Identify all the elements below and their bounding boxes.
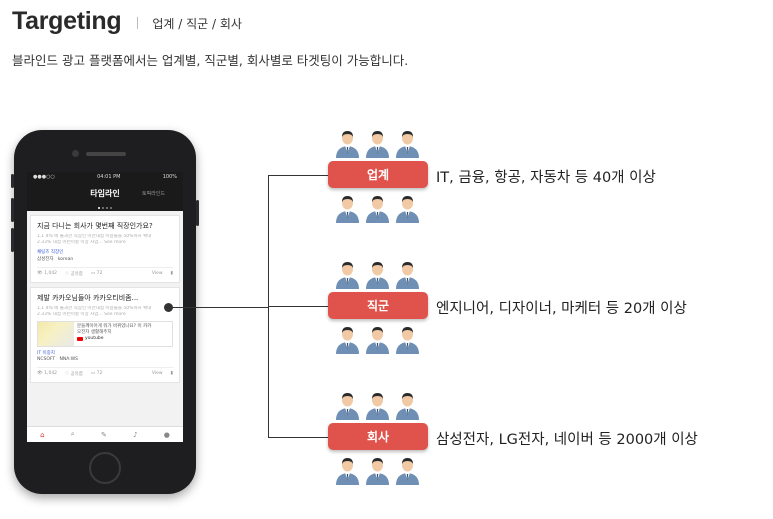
app-title[interactable]: 타임라인 [90, 188, 120, 198]
title-divider [137, 17, 139, 29]
post-title[interactable]: 지금 다니는 회사가 몇번째 직장인가요? [37, 222, 153, 230]
see-more-link[interactable]: See more [104, 312, 126, 317]
person-icon [396, 262, 419, 289]
post-snippet: 2.33% 대접 이런이할 이상 사업... See more [37, 312, 126, 317]
page-dot [110, 206, 112, 209]
people-row-bottom [335, 193, 420, 223]
people-row-top [335, 259, 420, 289]
post-meta: 삼성전자 korean [37, 257, 74, 262]
preview-source: youtube [77, 336, 151, 342]
post-title[interactable]: 제발 카카오님들아 카카오티비좀... [37, 294, 139, 302]
notification-icon[interactable]: ♪ [133, 430, 138, 439]
person-icon [336, 131, 359, 158]
preview-text: 분들께이어게 워가 바뀌었나요? 이 카카 오전자 생활해주지 youtube [77, 324, 152, 342]
person-icon [396, 131, 419, 158]
bottom-nav: ⌂ ⌕ ✎ ♪ ● [27, 426, 183, 442]
post-snippet: 1.1 4% 에 불과한 직장인 이만대접 이용률을 50%까지 확대 [37, 306, 152, 311]
post-card[interactable]: 지금 다니는 회사가 몇번째 직장인가요? 1.1 4% 에 불과한 직장인 이… [30, 215, 180, 283]
person-icon [366, 131, 389, 158]
preview-thumbnail [38, 322, 74, 346]
person-icon [366, 393, 389, 420]
group-label-badge: 업계 [328, 161, 428, 188]
people-row-top [335, 128, 420, 158]
person-icon [336, 196, 359, 223]
connector-branch [268, 306, 330, 307]
page-dot [98, 206, 100, 209]
write-icon[interactable]: ✎ [100, 430, 107, 439]
youtube-icon [77, 336, 83, 341]
person-icon [396, 393, 419, 420]
page-dot [102, 206, 104, 209]
post-tag[interactable]: 채팅즈 직장인 [37, 250, 64, 255]
person-icon [396, 458, 419, 485]
people-row-bottom [335, 455, 420, 485]
post-footer: 👁 1,042 ♡ 공유함 ▭ 72 View ▮ [37, 367, 173, 377]
status-time: 04:01 PM [97, 174, 121, 180]
home-icon[interactable]: ⌂ [40, 430, 45, 439]
person-icon [366, 262, 389, 289]
page-title: Targeting [12, 6, 122, 35]
view-link[interactable]: View [151, 371, 163, 376]
group-description: 삼성전자, LG전자, 네이버 등 2000개 이상 [436, 432, 698, 448]
post-footer: 👁 1,042 ♡ 공유함 ▭ 72 View ▮ [37, 267, 173, 277]
group-description: 엔지니어, 디자이너, 마케터 등 20개 이상 [436, 301, 687, 317]
post-snippet: 2.33% 대접 이런이할 이상 사업... See more [37, 240, 126, 245]
app-tab-topic[interactable]: 토픽라인드 [141, 191, 165, 197]
connector-branch [268, 437, 330, 438]
person-icon [366, 327, 389, 354]
connector-branch [268, 175, 330, 176]
search-icon[interactable]: ⌕ [70, 430, 75, 438]
person-icon [336, 458, 359, 485]
post-snippet: 1.1 4% 에 불과한 직장인 이만대접 이용률을 50%까지 확대 [37, 234, 152, 239]
person-icon [336, 327, 359, 354]
signal-icon: ●●●○○ [33, 174, 55, 180]
page-indicator [27, 204, 183, 211]
person-icon [396, 327, 419, 354]
phone-status-bar: ●●●○○ 04:01 PM 100% [27, 172, 183, 182]
app-bar: 타임라인 토픽라인드 [27, 182, 183, 204]
post-card[interactable]: 제발 카카오님들아 카카오티비좀... 1.1 4% 에 불과한 직장인 이만대… [30, 287, 180, 383]
page-description: 블라인드 광고 플랫폼에서는 업계별, 직군별, 회사별로 타겟팅이 가능합니다… [12, 53, 409, 68]
person-icon [336, 393, 359, 420]
views-count: 👁 1,042 [37, 371, 58, 376]
bookmark-icon[interactable]: ▮ [170, 271, 173, 276]
group-description: IT, 금융, 항공, 자동차 등 40개 이상 [436, 170, 656, 186]
like-button[interactable]: ♡ 공유함 [65, 372, 83, 377]
see-more-link[interactable]: See more [104, 240, 126, 245]
views-count: 👁 1,042 [37, 271, 58, 276]
comment-button[interactable]: ▭ 72 [90, 371, 103, 376]
phone-mockup: ●●●○○ 04:01 PM 100% 타임라인 토픽라인드 지금 다니는 회사… [11, 130, 199, 494]
comment-button[interactable]: ▭ 72 [90, 271, 103, 276]
group-label-badge: 회사 [328, 423, 428, 450]
post-meta: NCSOFT NNA:WS [37, 357, 79, 362]
phone-power-button [196, 200, 199, 226]
person-icon [336, 262, 359, 289]
phone-side-button-1 [11, 174, 14, 188]
phone-speaker [86, 152, 126, 156]
connector-line [172, 307, 268, 308]
page-dot [106, 206, 108, 209]
phone-side-button-2 [11, 198, 14, 222]
status-battery: 100% [162, 174, 177, 180]
like-button[interactable]: ♡ 공유함 [65, 272, 83, 277]
people-row-top [335, 390, 420, 420]
phone-side-button-3 [11, 228, 14, 252]
phone-camera [72, 150, 79, 157]
connector-dot [164, 303, 173, 312]
phone-screen: ●●●○○ 04:01 PM 100% 타임라인 토픽라인드 지금 다니는 회사… [27, 172, 183, 442]
link-preview[interactable]: 분들께이어게 워가 바뀌었나요? 이 카카 오전자 생활해주지 youtube [37, 321, 173, 347]
group-label-badge: 직군 [328, 292, 428, 319]
post-tag[interactable]: IT 이중지 [37, 351, 55, 356]
people-row-bottom [335, 324, 420, 354]
bookmark-icon[interactable]: ▮ [170, 371, 173, 376]
person-icon [396, 196, 419, 223]
page-header: Targeting 업계 / 직군 / 회사 [12, 4, 242, 38]
phone-home-button [89, 452, 121, 484]
person-icon [366, 196, 389, 223]
page-subtitle: 업계 / 직군 / 회사 [152, 16, 242, 31]
person-icon [366, 458, 389, 485]
view-link[interactable]: View [151, 271, 163, 276]
profile-icon[interactable]: ● [163, 430, 170, 439]
